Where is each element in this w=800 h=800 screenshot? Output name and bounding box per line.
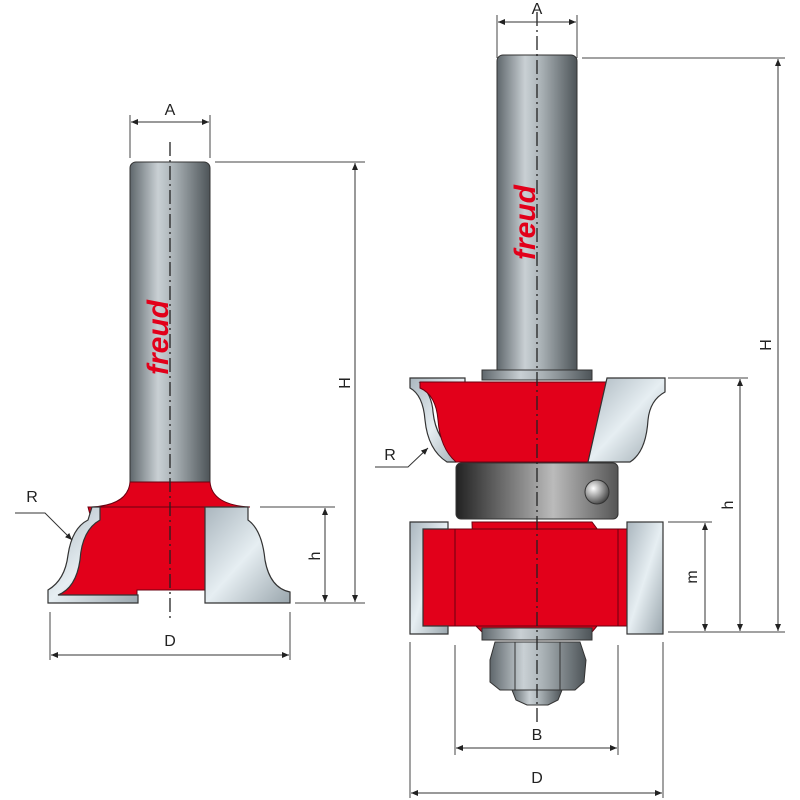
right-lower-cutter bbox=[422, 528, 629, 627]
right-router-bit: freud A H h m B D R bbox=[375, 1, 785, 798]
left-dim-r-leader bbox=[15, 512, 73, 541]
right-label-D: D bbox=[531, 770, 543, 787]
left-router-bit: freud A H h D R bbox=[15, 102, 365, 660]
right-lower-carbide-left bbox=[409, 521, 449, 635]
right-upper-carbide-right bbox=[587, 377, 666, 463]
right-label-R: R bbox=[384, 447, 396, 464]
right-label-a: A bbox=[532, 1, 543, 18]
right-label-m: m bbox=[684, 570, 701, 583]
right-dim-r-leader bbox=[375, 447, 429, 468]
left-label-a: A bbox=[165, 102, 176, 119]
left-label-R: R bbox=[26, 489, 38, 506]
left-carbide-profile bbox=[47, 506, 139, 604]
right-label-H: H bbox=[758, 339, 775, 351]
right-label-B: B bbox=[532, 727, 543, 744]
bearing-ball bbox=[584, 479, 610, 505]
left-label-H: H bbox=[337, 377, 354, 389]
right-label-h: h bbox=[720, 501, 737, 510]
nut bbox=[489, 641, 587, 691]
left-label-D: D bbox=[164, 633, 176, 650]
left-carbide-tip bbox=[204, 506, 291, 604]
left-neck bbox=[91, 481, 251, 508]
left-label-h: h bbox=[307, 552, 324, 561]
right-upper-cutter bbox=[419, 381, 608, 463]
right-lower-carbide-right bbox=[626, 521, 664, 635]
